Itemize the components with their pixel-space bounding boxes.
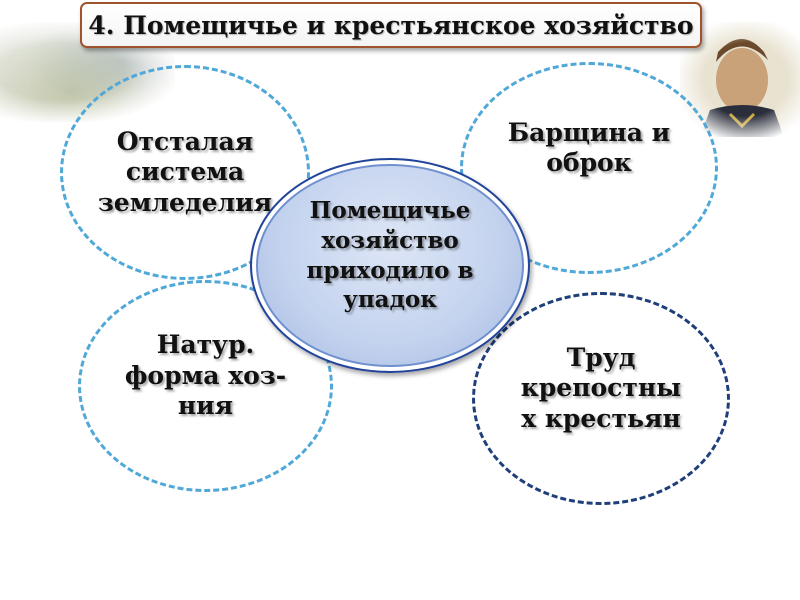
node-natural-economy: Натур. форма хоз- ния <box>78 280 333 492</box>
node-text: Барщина и оброк <box>507 117 671 178</box>
node-backward-farming: Отсталая система земледелия <box>60 65 310 280</box>
slide-title: 4. Помещичье и крестьянское хозяйство <box>88 10 694 40</box>
center-node: Помещичье хозяйство приходило в упадок <box>250 158 530 373</box>
node-corvee-quitrent: Барщина и оброк <box>460 62 718 274</box>
node-serf-labor: Труд крепостны х крестьян <box>472 292 730 505</box>
node-text: Натур. форма хоз- ния <box>124 330 287 421</box>
title-banner: 4. Помещичье и крестьянское хозяйство <box>80 2 702 48</box>
node-text: Труд крепостны х крестьян <box>520 342 682 433</box>
node-text: Отсталая система земледелия <box>97 126 273 217</box>
center-node-text: Помещичье хозяйство приходило в упадок <box>306 196 474 314</box>
